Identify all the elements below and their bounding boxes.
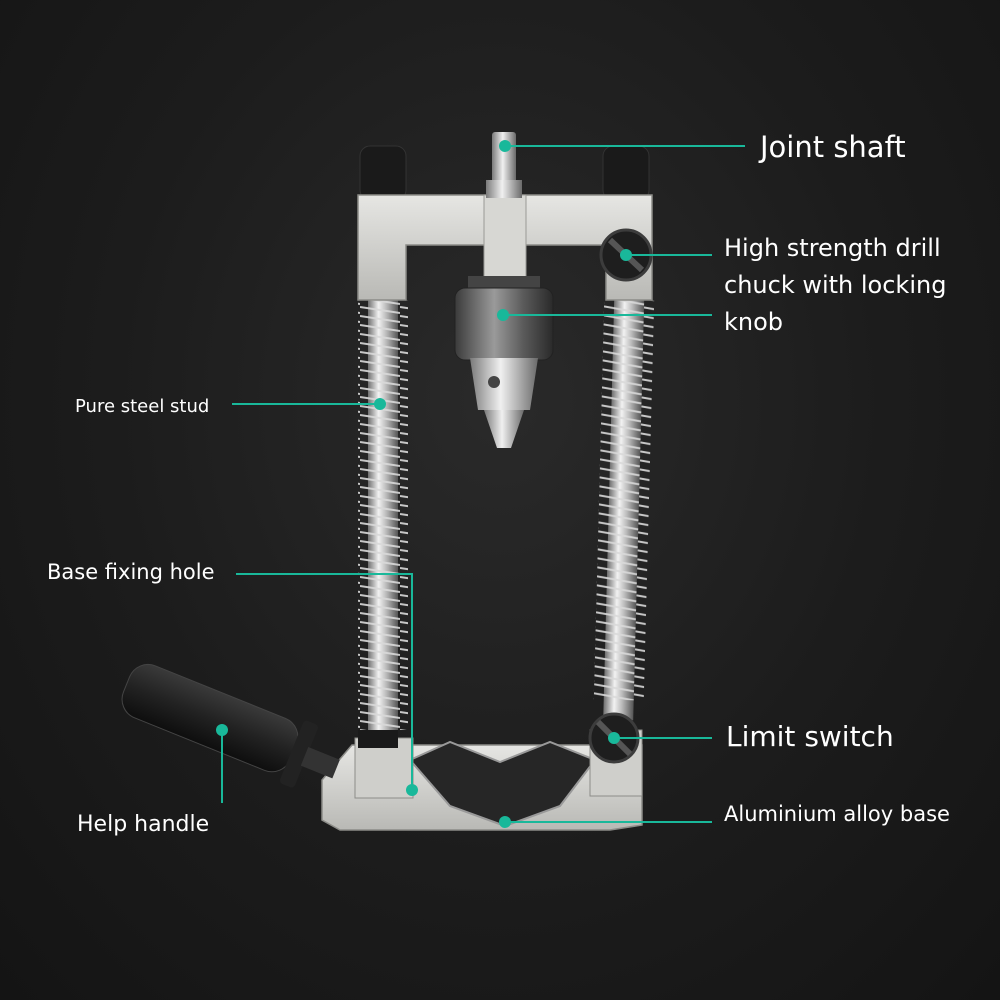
label-steel-stud: Pure steel stud <box>75 396 210 417</box>
drill-chuck <box>454 287 554 361</box>
left-end-cap <box>359 145 407 201</box>
right-end-cap <box>602 145 650 201</box>
callout-dot-drill-chuck <box>497 309 509 321</box>
callout-line-base-hole <box>236 573 413 790</box>
chuck-jaws <box>484 410 524 448</box>
callout-dot-alloy-base <box>499 816 511 828</box>
handle-flange <box>280 720 318 788</box>
chuck-top <box>468 276 540 290</box>
joint-shaft-collar <box>486 180 522 198</box>
chuck-key-hole <box>488 376 500 388</box>
callout-dots <box>216 140 632 828</box>
callout-dot-base-hole <box>406 784 418 796</box>
label-joint-shaft: Joint shaft <box>760 130 906 164</box>
label-limit-switch: Limit switch <box>726 720 894 753</box>
label-aluminium-base: Aluminium alloy base <box>724 802 950 826</box>
handle-grip <box>121 663 299 773</box>
callout-dot-help-handle <box>216 724 228 736</box>
label-help-handle: Help handle <box>77 812 210 837</box>
frame-center-block <box>483 194 527 278</box>
chuck-body <box>470 358 538 410</box>
callout-dot-steel-stud <box>374 398 386 410</box>
label-base-fixing-hole: Base fixing hole <box>47 560 215 584</box>
left-spring <box>358 300 408 730</box>
left-rod-clamp <box>358 730 398 748</box>
handle-stem <box>300 747 340 779</box>
callout-dot-limit-switch <box>608 732 620 744</box>
callout-dot-locking-knob <box>620 249 632 261</box>
callout-dot-joint-shaft <box>499 140 511 152</box>
label-drill-chuck: High strength drill chuck with locking k… <box>724 234 947 336</box>
right-spring <box>593 299 655 701</box>
callout-lines <box>221 145 745 823</box>
help-handle <box>121 663 340 788</box>
